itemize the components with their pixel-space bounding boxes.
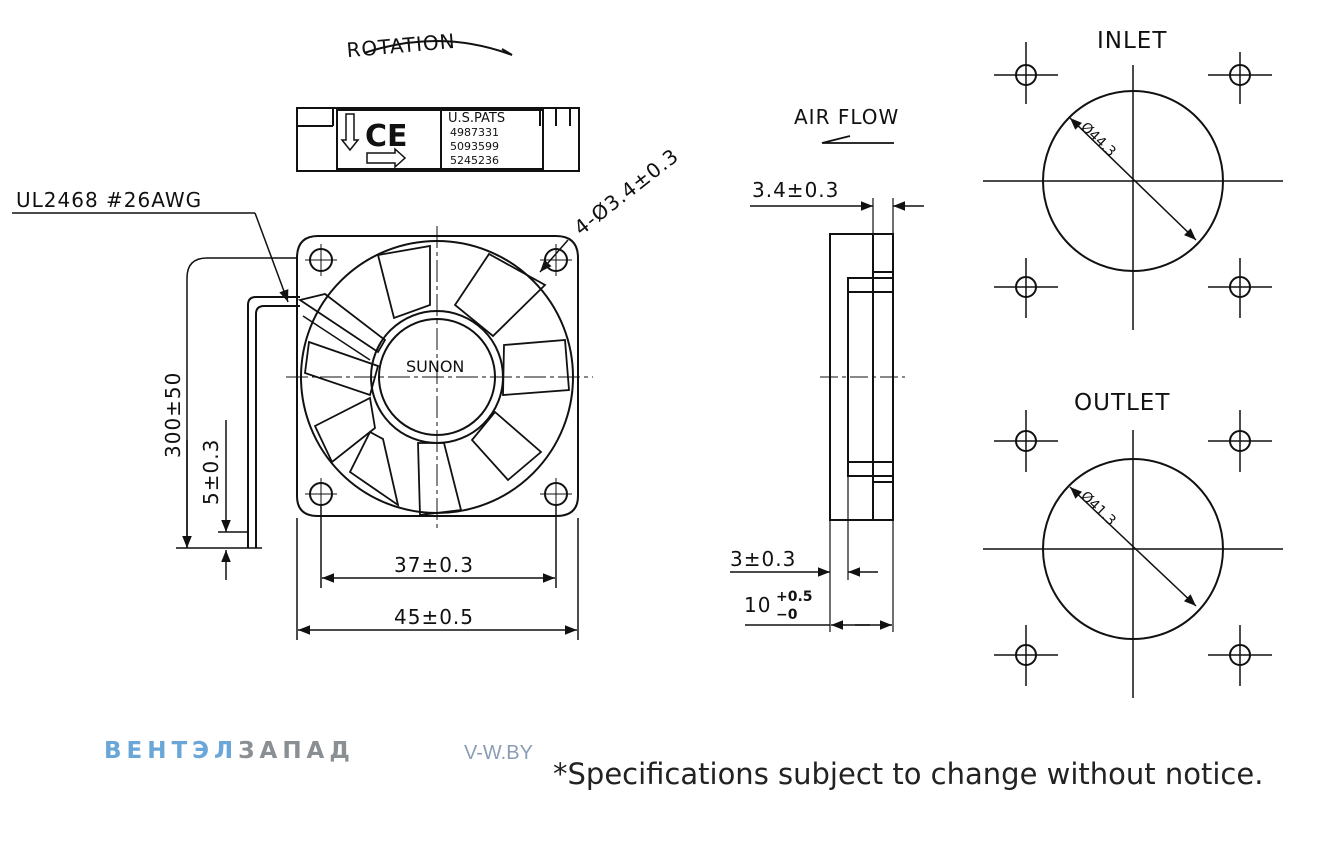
- air-flow-label: AIR FLOW: [794, 105, 899, 129]
- hub-brand-label: SUNON: [406, 357, 464, 376]
- outlet-label: OUTLET: [1074, 390, 1170, 416]
- inlet-label: INLET: [1097, 28, 1167, 54]
- thickness-dimension: 10: [744, 593, 771, 617]
- patent-title: U.S.PATS: [448, 111, 505, 126]
- fan-side-view: [820, 233, 905, 521]
- right-arrow-icon: [366, 147, 407, 169]
- ce-mark: CE: [365, 119, 408, 154]
- rotation-label: ROTATION: [346, 29, 457, 62]
- lead-length-dimension: 300±50: [161, 372, 185, 458]
- label-strip: [296, 107, 580, 172]
- rotation-arrow: [363, 40, 513, 56]
- site-watermark: V-W.BY: [464, 742, 533, 764]
- strip-length-dimension: 5±0.3: [199, 439, 223, 505]
- thickness-minus-tolerance: −0: [776, 607, 798, 623]
- rotation-arrow-head: [501, 48, 513, 56]
- inlet-view: [983, 42, 1283, 330]
- patent-number: 5245236: [450, 154, 499, 167]
- wire-spec-label: UL2468 #26AWG: [16, 188, 202, 212]
- air-flow-arrow: [821, 135, 894, 144]
- wire-lead-1: [247, 296, 300, 548]
- patent-number: 4987331: [450, 126, 499, 139]
- frame-width-dimension: 45±0.5: [394, 605, 474, 629]
- fan-blades: [304, 244, 570, 517]
- brand-logo: ВЕНТЭЛЗАПАД: [104, 738, 355, 764]
- inlet-diameter-label: Ø44.3: [1077, 119, 1118, 160]
- brand-part-2: ЗАПАД: [238, 738, 355, 764]
- hole-spec-label: 4-Ø3.4±0.3: [569, 143, 683, 240]
- rib-dimension: 3±0.3: [730, 547, 796, 571]
- patent-number: 5093599: [450, 140, 499, 153]
- wire-lead-2: [255, 305, 300, 548]
- thickness-plus-tolerance: +0.5: [776, 589, 813, 605]
- brand-part-1: ВЕНТЭЛ: [104, 738, 239, 764]
- outlet-diameter-label: Ø41.3: [1077, 488, 1118, 529]
- specification-note: *Specifications subject to change withou…: [553, 757, 1264, 791]
- hole-pitch-dimension: 37±0.3: [394, 553, 474, 577]
- flange-dimension: 3.4±0.3: [752, 178, 839, 202]
- down-arrow-icon: [340, 113, 360, 152]
- outlet-view: [983, 410, 1283, 698]
